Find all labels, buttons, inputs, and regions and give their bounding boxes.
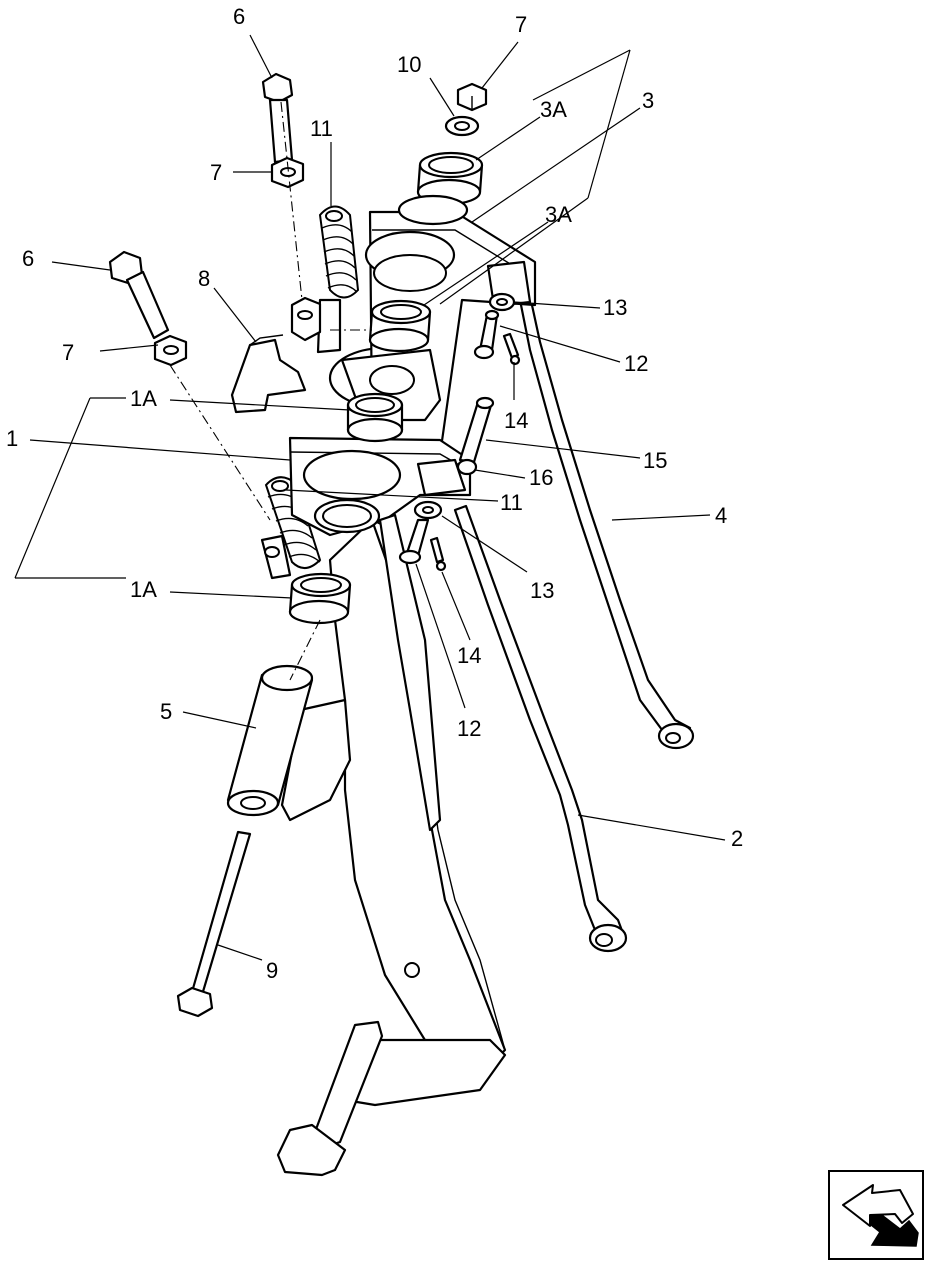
callout-1A-top: 1A — [130, 386, 157, 411]
callout-12-mid: 12 — [457, 716, 481, 741]
control-rod-2 — [453, 504, 628, 953]
washer-13-top — [488, 292, 516, 312]
nut-7-top — [456, 82, 488, 112]
tube-5 — [226, 664, 314, 817]
nut-spring-anchor — [290, 296, 322, 342]
callout-11-mid: 11 — [500, 490, 523, 515]
spring-11-mid — [264, 476, 322, 569]
pin-15 — [458, 396, 495, 464]
callout-7-top: 7 — [515, 12, 527, 37]
callout-5: 5 — [160, 699, 172, 724]
spacer-top — [397, 194, 469, 226]
callout-7-mid: 7 — [210, 160, 222, 185]
bolt-6-left — [108, 250, 170, 340]
callout-6-left: 6 — [22, 246, 34, 271]
cotter-pin-14-mid — [429, 536, 447, 572]
callout-16: 16 — [529, 465, 553, 490]
callout-1A-bottom: 1A — [130, 577, 157, 602]
callout-11-top: 11 — [310, 116, 333, 141]
callout-7-left: 7 — [62, 340, 74, 365]
callout-12-top: 12 — [624, 351, 648, 376]
callout-4: 4 — [715, 503, 727, 528]
callout-labels: 6 7 10 3 3A 11 7 3A 6 8 13 7 12 1A 14 1 … — [6, 4, 743, 983]
washer-13-mid — [413, 500, 443, 520]
callout-3A-top: 3A — [540, 97, 567, 122]
stop-bracket-8 — [230, 334, 307, 414]
control-rod-4 — [518, 294, 695, 750]
callout-15: 15 — [643, 448, 667, 473]
bolt-6-top — [261, 72, 294, 164]
callout-3A-mid: 3A — [545, 202, 572, 227]
callout-6-top: 6 — [233, 4, 245, 29]
washer-10 — [444, 115, 480, 137]
nut-7-left — [153, 334, 188, 367]
spring-11-top — [318, 205, 360, 299]
bushing-3A-mid — [368, 299, 432, 353]
callout-10: 10 — [397, 52, 421, 77]
bushing-1A-bottom — [288, 572, 352, 625]
washer-16 — [456, 458, 478, 476]
callout-8: 8 — [198, 266, 210, 291]
callout-14-mid: 14 — [457, 643, 481, 668]
callout-13-mid: 13 — [530, 578, 554, 603]
bolt-9 — [176, 830, 252, 1018]
bushing-1A-top — [346, 392, 404, 443]
centerlines — [169, 101, 372, 681]
callout-3: 3 — [642, 88, 654, 113]
clevis-pin-12-top — [473, 309, 500, 360]
callout-2: 2 — [731, 826, 743, 851]
clevis-pin-12-mid — [398, 518, 430, 565]
callout-9: 9 — [266, 958, 278, 983]
callout-14-top: 14 — [504, 408, 528, 433]
lower-pedal-1 — [260, 436, 507, 1177]
callout-13-top: 13 — [603, 295, 627, 320]
next-page-arrow-icon[interactable] — [828, 1170, 924, 1260]
callout-1: 1 — [6, 426, 18, 451]
cotter-pin-14-top — [502, 332, 521, 366]
leader-lines — [14, 34, 726, 961]
